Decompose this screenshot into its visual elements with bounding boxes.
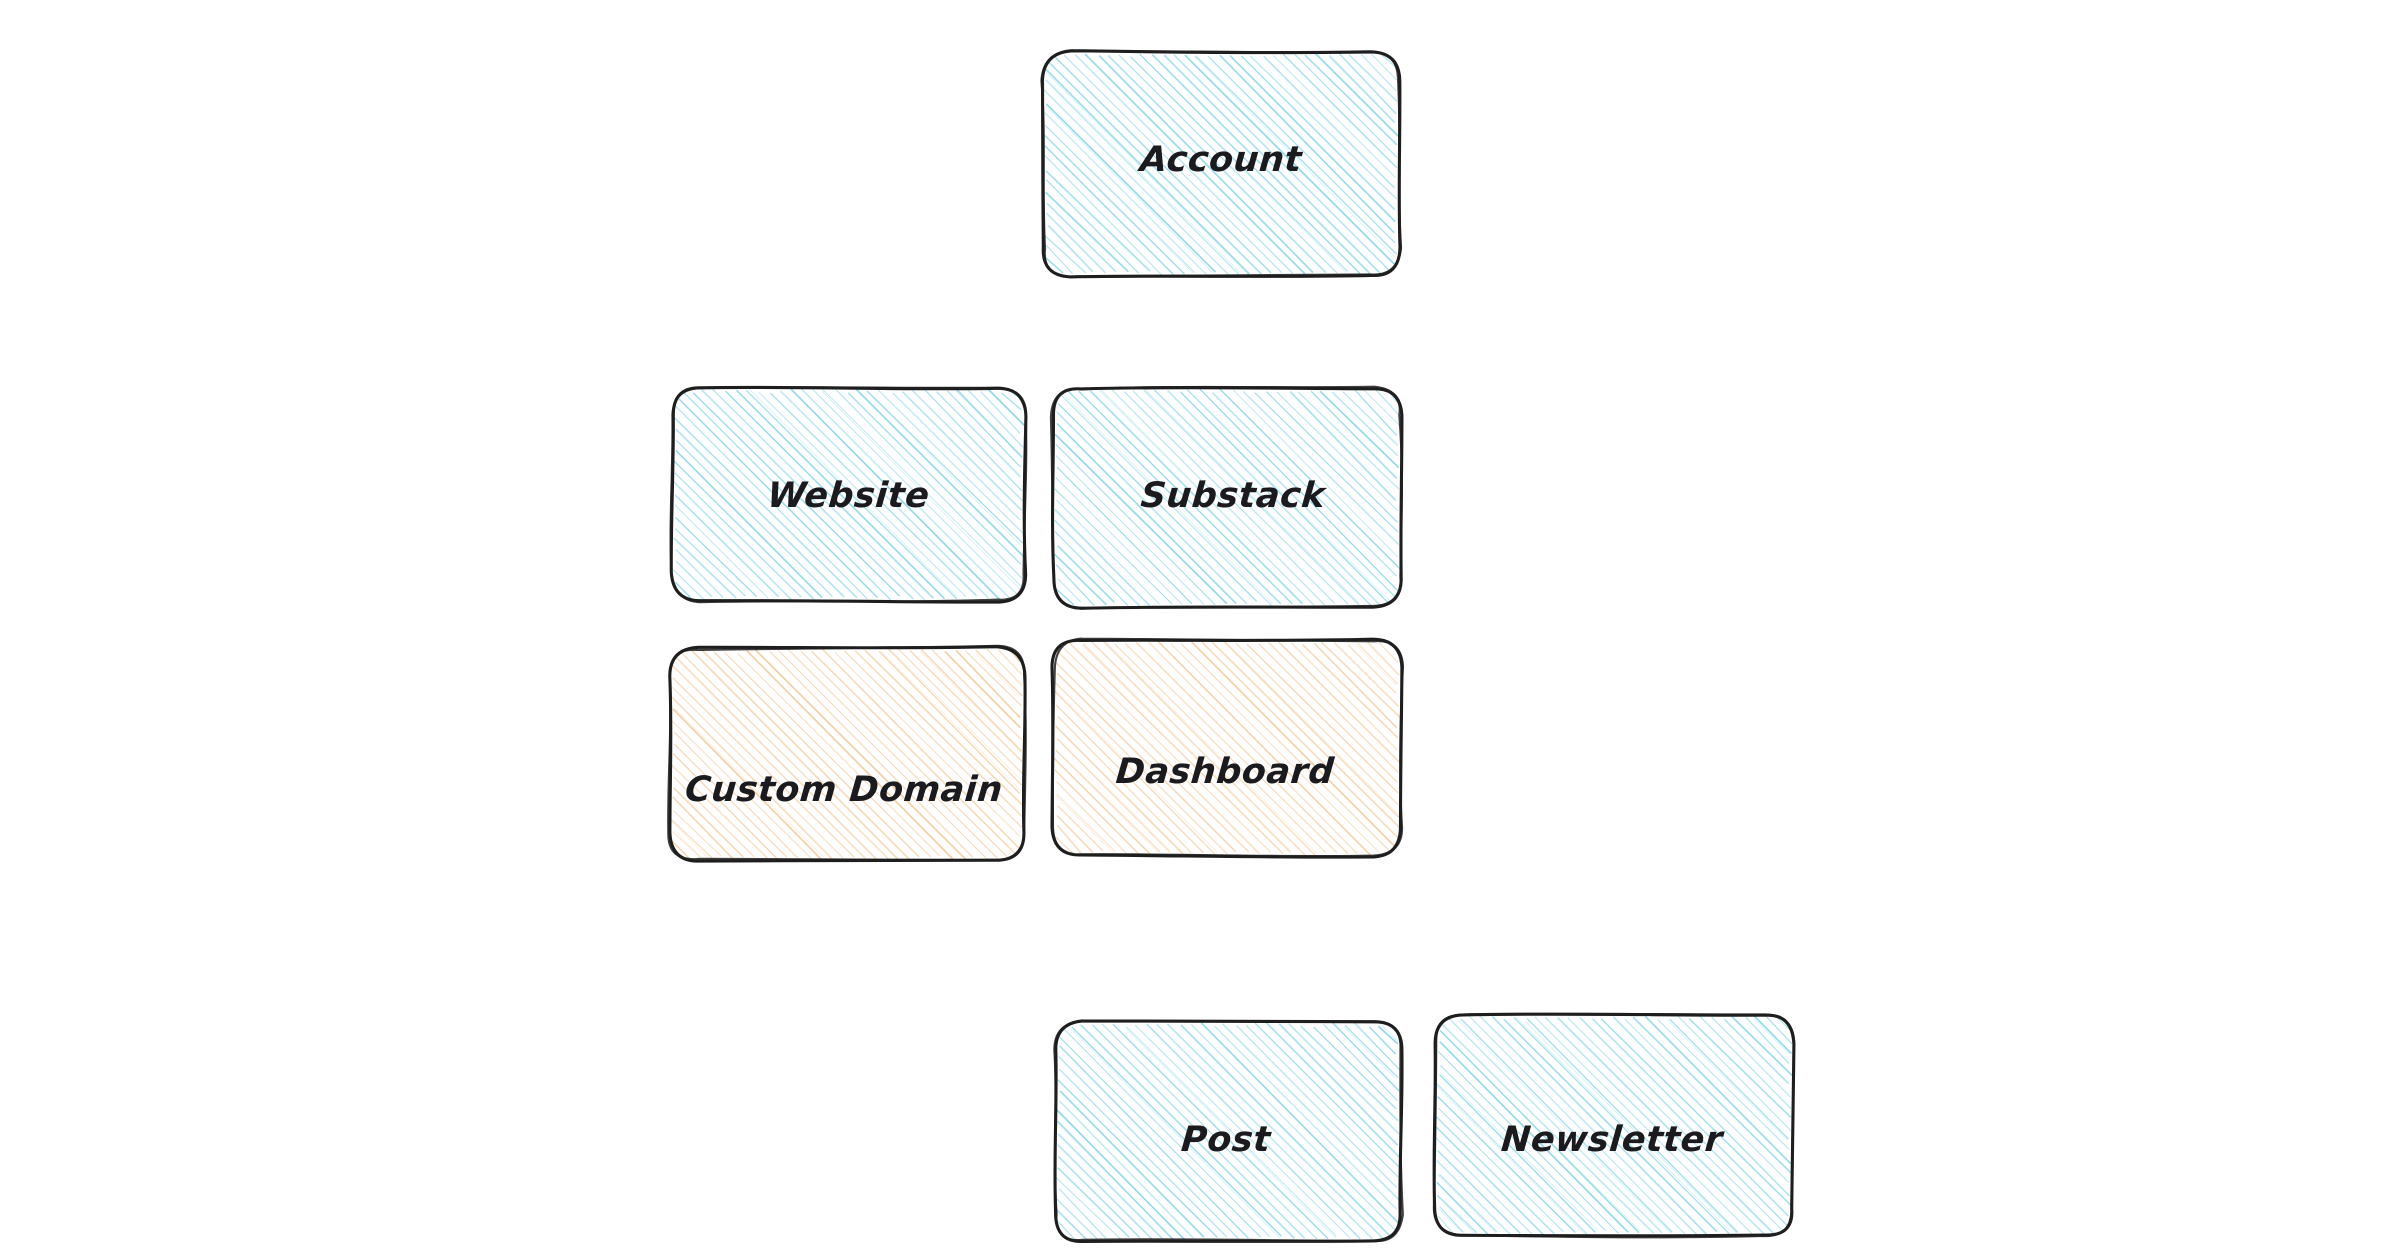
node-post[interactable]: Post — [1053, 1019, 1404, 1243]
node-shape-post — [1053, 1019, 1404, 1243]
node-hachure-fill-website — [672, 387, 1026, 601]
node-hachure-fill-dashboard — [1053, 639, 1402, 857]
node-shape-website — [669, 385, 1028, 604]
node-substack[interactable]: Substack — [1049, 385, 1404, 610]
node-custom-domain[interactable]: Custom Domain — [667, 644, 1027, 863]
node-hachure-fill-substack — [1053, 387, 1401, 607]
node-hachure-fill-account — [1043, 52, 1400, 276]
node-label-newsletter: Newsletter — [1499, 1120, 1725, 1160]
node-shape-dashboard — [1050, 637, 1405, 859]
node-label-custom-domain: Custom Domain — [683, 770, 1005, 810]
node-label-post: Post — [1179, 1120, 1273, 1160]
node-label-website: Website — [765, 476, 932, 516]
node-label-account: Account — [1138, 140, 1304, 180]
node-account[interactable]: Account — [1040, 49, 1403, 279]
node-hachure-fill-newsletter — [1435, 1014, 1793, 1236]
node-hachure-fill-post — [1055, 1021, 1401, 1241]
node-label-dashboard: Dashboard — [1114, 752, 1336, 792]
node-website[interactable]: Website — [669, 385, 1028, 604]
node-shape-custom-domain — [667, 644, 1027, 863]
node-label-substack: Substack — [1139, 476, 1327, 516]
node-hachure-fill-custom-domain — [670, 648, 1024, 861]
node-newsletter[interactable]: Newsletter — [1432, 1012, 1796, 1239]
node-shape-account — [1040, 49, 1403, 279]
node-dashboard[interactable]: Dashboard — [1050, 637, 1405, 859]
node-shape-newsletter — [1432, 1012, 1796, 1239]
node-shape-substack — [1049, 385, 1404, 610]
